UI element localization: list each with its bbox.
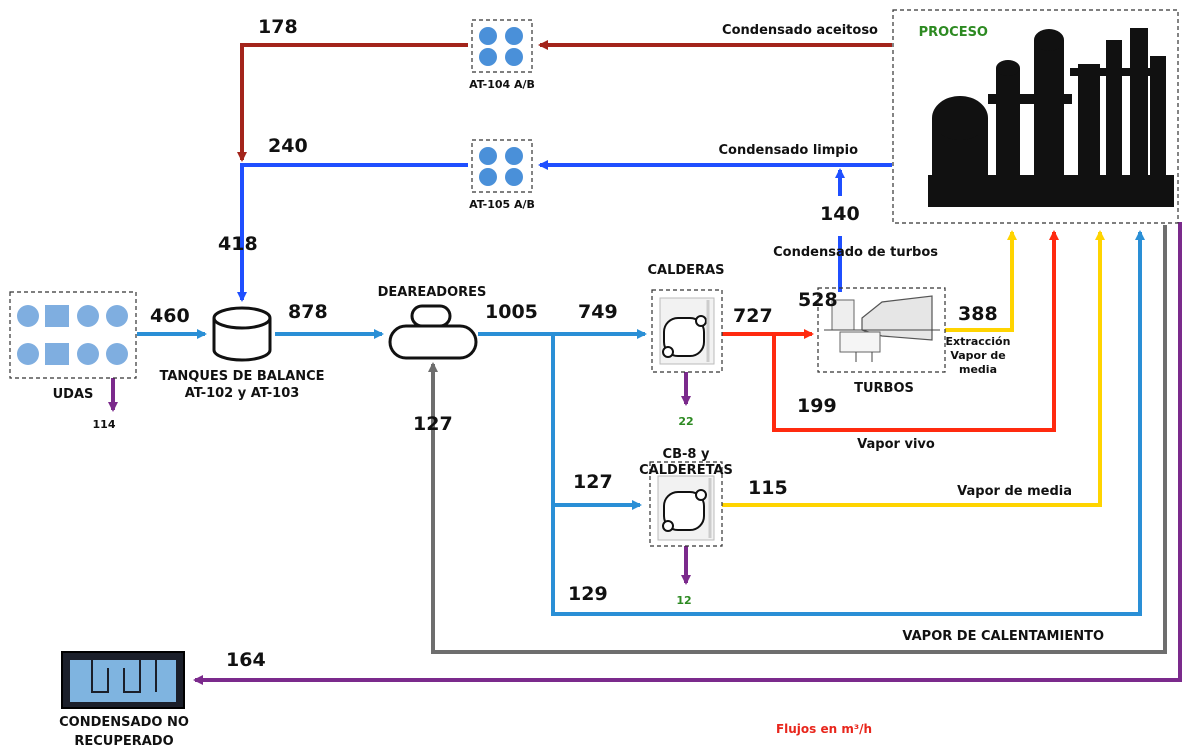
flow-condensado-limpio <box>237 160 892 302</box>
turbos-label: TURBOS <box>854 381 914 396</box>
flow-127-blue: 127 <box>573 471 613 493</box>
flow-418: 418 <box>218 233 258 255</box>
flow-condensado-aceitoso <box>237 40 892 162</box>
flow-164: 164 <box>226 649 266 671</box>
vapor-media-label: Vapor de media <box>957 484 1072 499</box>
flow-vapor-media <box>722 230 1105 507</box>
calderas-label: CALDERAS <box>648 263 725 278</box>
extraccion-label-2: Vapor de <box>950 349 1005 362</box>
flow-agua <box>137 230 1145 616</box>
flow-460: 460 <box>150 305 190 327</box>
condensado-no-label-1: CONDENSADO NO <box>59 715 189 730</box>
extraccion-label-3: media <box>959 363 997 376</box>
condensado-limpio-label: Condensado limpio <box>718 143 858 158</box>
extraccion-label-1: Extracción <box>946 335 1011 348</box>
vapor-calentamiento-label: VAPOR DE CALENTAMIENTO <box>902 629 1104 644</box>
condensado-turbos-label: Condensado de turbos <box>773 245 938 260</box>
flow-vapor-vivo <box>722 230 1059 432</box>
at104-filter <box>471 19 533 73</box>
flow-388: 388 <box>958 303 998 325</box>
flow-528: 528 <box>798 289 838 311</box>
flow-condensado-no-recuperado <box>108 222 1182 685</box>
flow-129: 129 <box>568 583 608 605</box>
flow-12: 12 <box>676 594 691 607</box>
turbos-unit <box>817 287 946 373</box>
flow-127-gray: 127 <box>413 413 453 435</box>
deareadores-vessel <box>388 304 478 360</box>
vapor-vivo-label: Vapor vivo <box>857 437 935 452</box>
udas-label: UDAS <box>53 387 94 402</box>
flow-178: 178 <box>258 16 298 38</box>
flow-749: 749 <box>578 301 618 323</box>
condensado-aceitoso-label: Condensado aceitoso <box>722 23 878 38</box>
calderas-boiler <box>651 289 723 373</box>
flow-240: 240 <box>268 135 308 157</box>
tanques-label-2: AT-102 y AT-103 <box>185 386 300 401</box>
deareadores-label: DEAREADORES <box>378 285 487 300</box>
tanques-balance <box>212 306 272 362</box>
units-note: Flujos en m³/h <box>776 722 872 736</box>
proceso-label: PROCESO <box>919 25 988 40</box>
flow-115: 115 <box>748 477 788 499</box>
at105-label: AT-105 A/B <box>469 198 535 211</box>
flow-140: 140 <box>820 203 860 225</box>
cb8-calderetas-boiler <box>649 461 723 547</box>
flow-vapor-calentamiento <box>428 225 1167 654</box>
cb8-label-1: CB-8 y <box>663 447 710 462</box>
tanques-label-1: TANQUES DE BALANCE <box>160 369 325 384</box>
flow-114: 114 <box>93 418 116 431</box>
proceso-plant <box>892 9 1179 224</box>
at105-filter <box>471 139 533 193</box>
cb8-label-2: CALDERETAS <box>639 463 733 478</box>
condensado-no-label-2: RECUPERADO <box>74 734 173 749</box>
flow-22: 22 <box>678 415 693 428</box>
flow-727: 727 <box>733 305 773 327</box>
flow-878: 878 <box>288 301 328 323</box>
condensado-no-recuperado-tank <box>61 651 185 709</box>
flow-1005: 1005 <box>485 301 538 323</box>
udas-unit <box>9 291 137 379</box>
flow-199: 199 <box>797 395 837 417</box>
at104-label: AT-104 A/B <box>469 78 535 91</box>
